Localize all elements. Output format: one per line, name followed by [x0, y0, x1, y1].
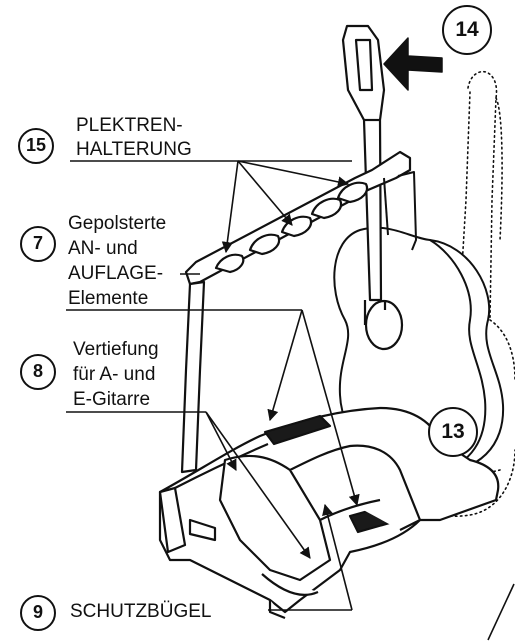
leader-lines	[66, 160, 515, 641]
label-pads-line3: AUFLAGE-	[68, 263, 164, 284]
label-pads-line1: Gepolsterte	[68, 213, 167, 234]
label-recess-line1: Vertiefung	[73, 339, 159, 360]
label-pads-line2: AN- und	[68, 238, 138, 259]
label-guard: SCHUTZBÜGEL	[70, 601, 212, 622]
label-recess-line3: E-Gitarre	[73, 389, 151, 410]
callout-8: 8	[20, 354, 56, 390]
label-pads-line4: Elemente	[68, 288, 149, 309]
callout-14: 14	[442, 5, 492, 55]
callout-13: 13	[428, 407, 478, 457]
callout-15: 15	[18, 128, 54, 164]
guitar-neck	[341, 24, 404, 351]
left-upright	[180, 280, 206, 474]
upper-rail	[184, 150, 412, 286]
right-upright	[383, 171, 417, 251]
label-plektren-line1: PLEKTREN-	[76, 115, 183, 136]
callout-7: 7	[20, 226, 56, 262]
callout-9: 9	[20, 595, 56, 631]
label-plektren-line2: HALTERUNG	[76, 139, 192, 160]
insert-arrow	[383, 37, 443, 91]
label-recess-line2: für A- und	[73, 364, 156, 385]
